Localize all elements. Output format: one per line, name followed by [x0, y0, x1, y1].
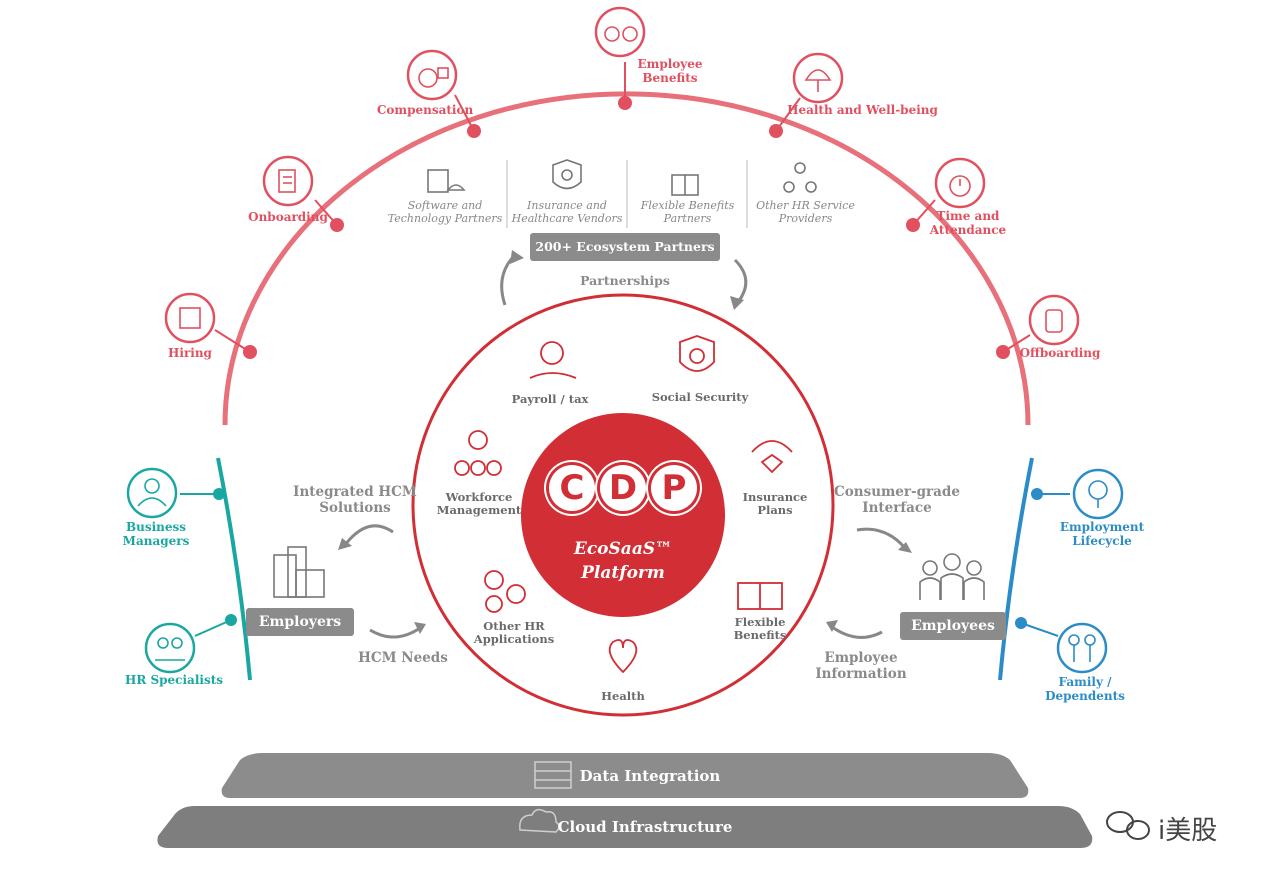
data-integration-band: [221, 753, 1029, 798]
logo-letter-p: P: [651, 465, 697, 511]
label-hiring: Hiring: [168, 346, 212, 360]
label-employee-information: Employee Information: [815, 650, 907, 682]
label-other-hr-providers: Other HR Service Providers: [756, 199, 855, 225]
label-employment-lifecycle: Employment Lifecycle: [1059, 520, 1145, 548]
module-social-security: Social Security: [651, 390, 749, 404]
label-cloud-infrastructure: Cloud Infrastructure: [557, 818, 733, 836]
platform-name-line2: Platform: [581, 563, 665, 583]
platform-name-line1: EcoSaaS™: [573, 539, 673, 559]
label-integrated-hcm: Integrated HCM Solutions: [293, 484, 417, 516]
wechat-icon: [1106, 811, 1150, 840]
label-hcm-needs: HCM Needs: [358, 650, 448, 666]
label-hr-specialists: HR Specialists: [125, 673, 223, 687]
platform-ring: [411, 293, 835, 717]
label-offboarding: Offboarding: [1019, 346, 1101, 360]
module-other-hr: Other HR Applications: [473, 619, 555, 647]
label-health-wellbeing: Health and Well-being: [787, 103, 938, 117]
label-onboarding: Onboarding: [248, 210, 328, 224]
module-workforce: Workforce Management: [436, 490, 522, 518]
label-compensation: Compensation: [376, 103, 474, 117]
module-insurance-plans: Insurance Plans: [742, 490, 808, 518]
people-icon: [919, 553, 985, 600]
cloud-band: [157, 806, 1093, 848]
watermark-text: i美股: [1158, 816, 1218, 846]
logo-letter-d: D: [600, 465, 646, 511]
label-insurance-vendors: Insurance and Healthcare Vendors: [511, 199, 623, 225]
lifecycle-arc: [222, 91, 1031, 426]
label-data-integration: Data Integration: [579, 767, 721, 785]
building-icon: [273, 546, 325, 598]
logo-letter-c: C: [549, 465, 595, 511]
platform-core: [521, 413, 725, 617]
lifecycle-icon-circles: [164, 6, 1080, 346]
label-partnerships: Partnerships: [580, 273, 670, 288]
label-business-managers: Business Managers: [122, 520, 190, 548]
ecosystem-partners-chip: 200+ Ecosystem Partners: [530, 233, 720, 261]
label-family-dependents: Family / Dependents: [1045, 675, 1125, 703]
employers-chip: Employers: [246, 608, 354, 636]
teal-line: [216, 457, 252, 681]
label-software-partners: Software and Technology Partners: [387, 199, 503, 225]
label-flexible-partners: Flexible Benefits Partners: [640, 199, 735, 225]
module-health: Health: [601, 689, 645, 703]
label-time-attendance: Time and Attendance: [929, 209, 1007, 237]
label-employee-benefits: Employee Benefits: [637, 57, 703, 85]
employees-chip: Employees: [900, 612, 1006, 640]
module-payroll: Payroll / tax: [511, 392, 589, 406]
blue-line: [998, 457, 1034, 681]
module-flexible-benefits: Flexible Benefits: [733, 615, 787, 643]
label-consumer-interface: Consumer-grade Interface: [834, 484, 960, 516]
